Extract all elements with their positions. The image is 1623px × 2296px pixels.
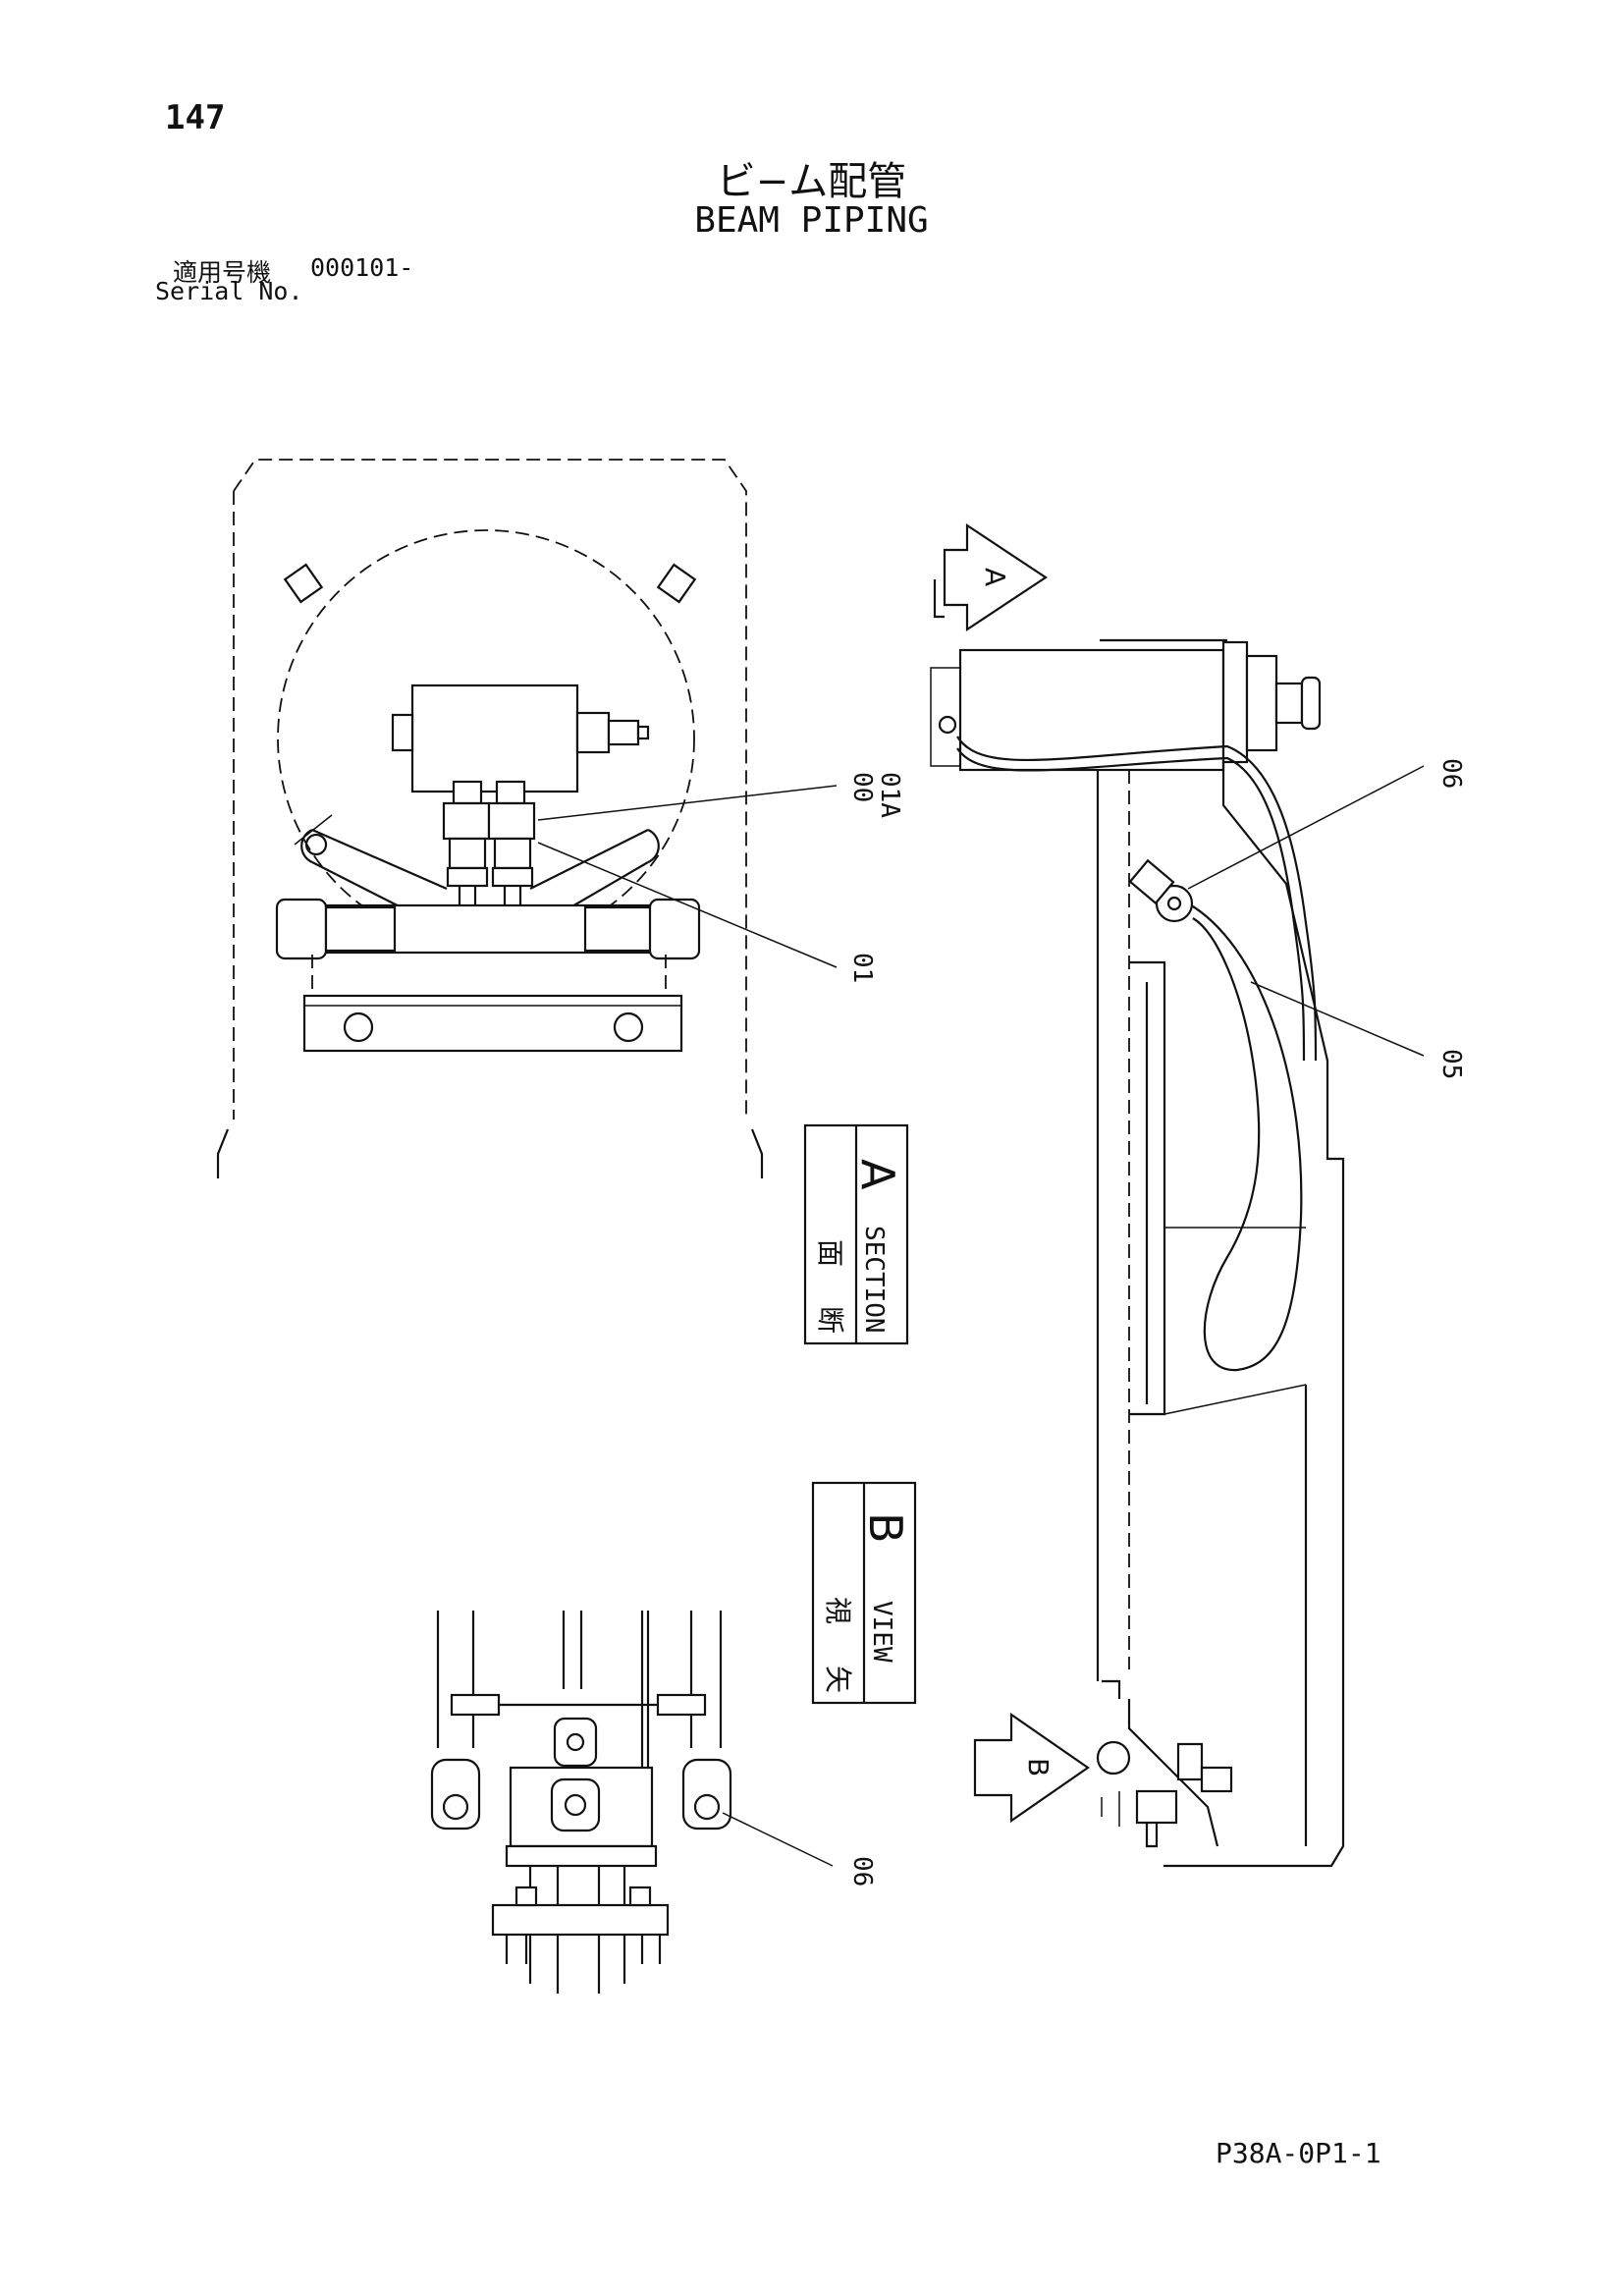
page-number: 147 <box>165 98 226 137</box>
serial-label: Serial No. <box>155 277 303 305</box>
callout-01a: 01A <box>875 772 904 818</box>
view-b-detail <box>430 1611 834 1994</box>
view-kanji-1: 矢 <box>822 1666 854 1693</box>
beam-side-view <box>930 638 1425 1868</box>
callout-05: 05 <box>1436 1049 1466 1079</box>
view-arrow-a: A <box>933 522 1048 632</box>
section-a-view <box>216 459 838 1178</box>
view-word: VIEW <box>867 1601 896 1663</box>
view-letter-b: B <box>859 1512 912 1544</box>
page-title-japanese: ビ−ム配管 <box>716 159 907 204</box>
callout-01: 01 <box>847 953 877 983</box>
serial-label-japanese: 適用号機 <box>173 258 272 287</box>
page-title: BEAM PIPING <box>694 200 929 241</box>
section-kanji-2: 面 <box>814 1239 846 1267</box>
callout-00: 00 <box>847 772 877 802</box>
serial-number-value: 000101- <box>310 253 414 282</box>
section-word: SECTION <box>859 1226 889 1334</box>
view-b-label-box: B 矢 視 VIEW <box>811 1481 917 1705</box>
view-kanji-2: 視 <box>822 1597 854 1624</box>
section-letter-a: A <box>851 1159 904 1190</box>
callout-06-bottom: 06 <box>847 1856 877 1886</box>
section-kanji-1: 断 <box>814 1306 846 1334</box>
view-arrow-b: B <box>973 1712 1090 1824</box>
drawing-code: P38A-0P1-1 <box>1216 2137 1381 2169</box>
arrow-b-letter: B <box>1022 1758 1055 1777</box>
callout-06-top: 06 <box>1436 758 1466 789</box>
section-a-label-box: A 断 面 SECTION <box>803 1123 909 1345</box>
arrow-a-letter: A <box>979 568 1011 586</box>
